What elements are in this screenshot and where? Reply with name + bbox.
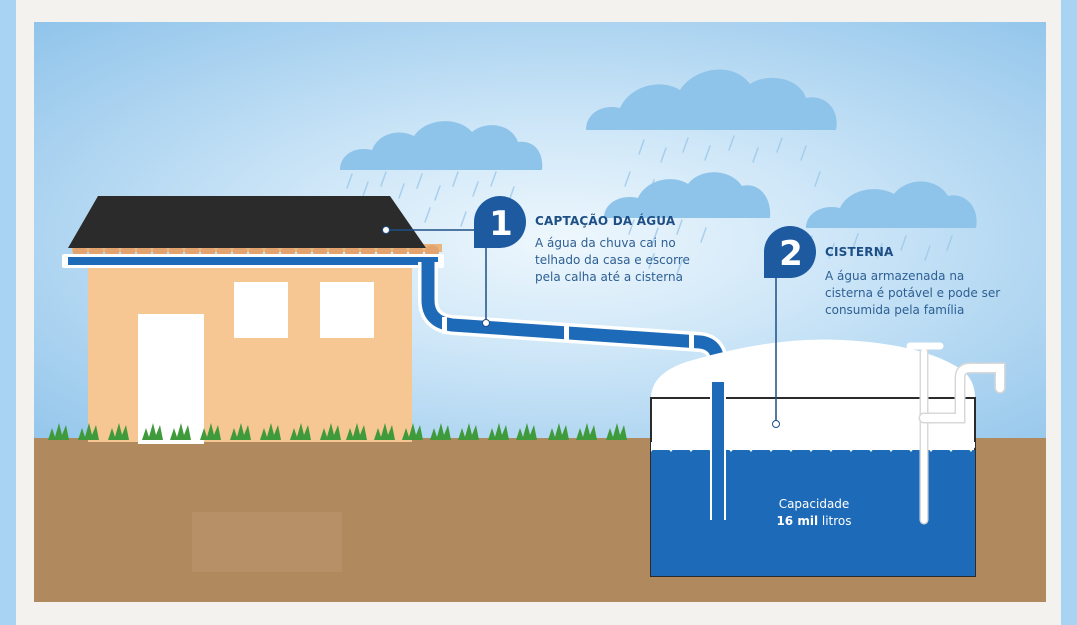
left-frame-border — [0, 0, 16, 625]
leader-dot-tank — [772, 420, 780, 428]
step-1-title: CAPTAÇÃO DA ÁGUA — [535, 214, 676, 228]
right-frame-border — [1061, 0, 1077, 625]
tank-capacity: Capacidade 16 mil litros — [754, 496, 874, 530]
tank-capacity-unit: litros — [821, 514, 852, 528]
pump-pipe — [906, 342, 1006, 525]
badge-2-number: 2 — [779, 234, 803, 274]
badge-1-number: 1 — [489, 204, 513, 244]
inlet-pipe-edge — [710, 382, 726, 520]
step-1-desc-line-1: A água da chuva cai no — [535, 236, 676, 250]
house-roof — [68, 196, 426, 248]
tank-capacity-label: Capacidade — [778, 497, 850, 511]
gutter-water — [68, 257, 438, 265]
cloud-3 — [604, 172, 771, 218]
step-1-desc-line-2: telhado da casa e escorre — [535, 253, 690, 267]
tank-capacity-amount: 16 mil — [776, 514, 819, 528]
tank-capacity-value: 16 mil litros — [754, 513, 874, 530]
infographic-scene: 1 2 CAPTAÇÃO DA ÁGUA A água da chuva cai… — [34, 22, 1046, 602]
pipe-joints — [442, 317, 694, 350]
step-1-label: CAPTAÇÃO DA ÁGUA A água da chuva cai no … — [535, 214, 690, 286]
step-2-title: CISTERNA — [825, 245, 894, 259]
house-door — [138, 314, 204, 444]
house-window-right — [320, 282, 374, 338]
step-2-desc-line-2: cisterna é potável e pode ser — [825, 286, 1001, 300]
leader-dot-roof — [382, 226, 390, 234]
grass — [48, 423, 627, 440]
leader-dot-pipe — [482, 319, 490, 327]
step-2-desc-line-3: consumida pela família — [825, 303, 965, 317]
house-window-left — [234, 282, 288, 338]
cloud-4 — [806, 181, 977, 228]
step-2-desc-line-1: A água armazenada na — [825, 269, 965, 283]
scene-illustration: 1 2 — [34, 22, 1046, 602]
cloud-2 — [586, 69, 837, 130]
step-2-label: CISTERNA A água armazenada na cisterna é… — [825, 245, 1000, 319]
badge-2: 2 — [764, 226, 816, 278]
cistern-dome — [651, 339, 975, 398]
water-waves — [651, 442, 975, 452]
badge-1: 1 — [474, 196, 526, 248]
ground-patch — [192, 512, 342, 572]
step-1-desc-line-3: pela calha até a cisterna — [535, 270, 683, 284]
cloud-1 — [340, 121, 543, 170]
